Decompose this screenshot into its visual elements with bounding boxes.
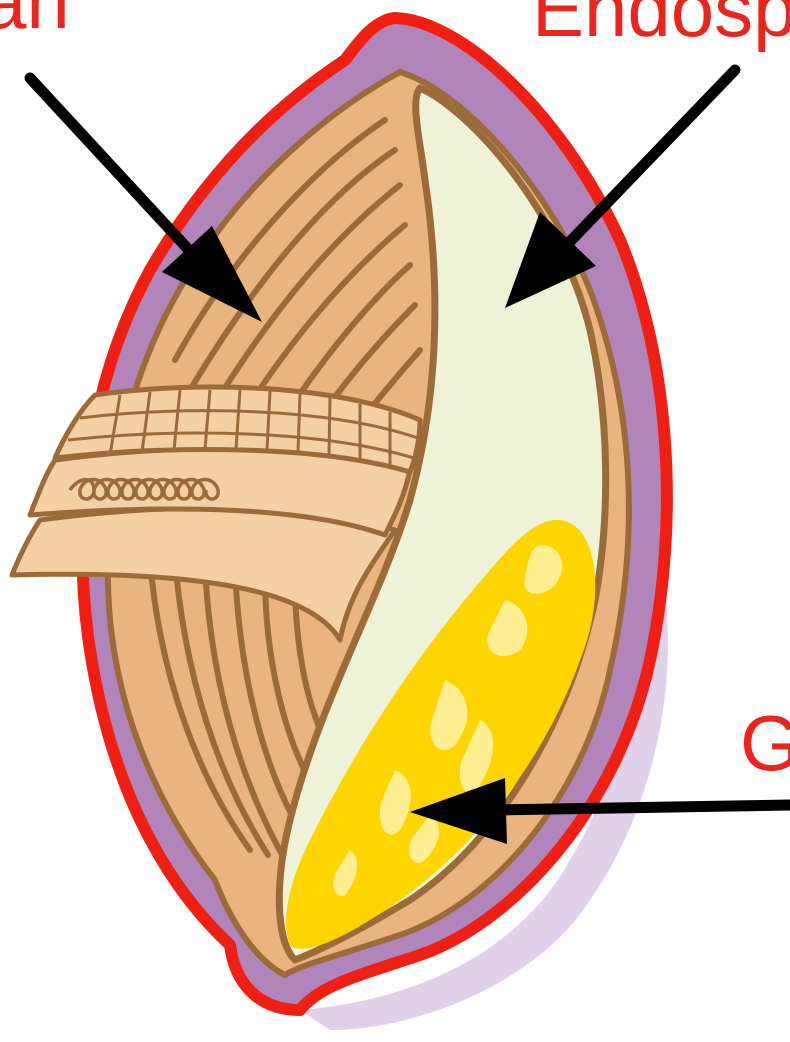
label-endosperm: Endosperm <box>532 0 790 53</box>
label-bran: Bran <box>0 0 70 45</box>
label-germ: Germ <box>740 699 790 787</box>
